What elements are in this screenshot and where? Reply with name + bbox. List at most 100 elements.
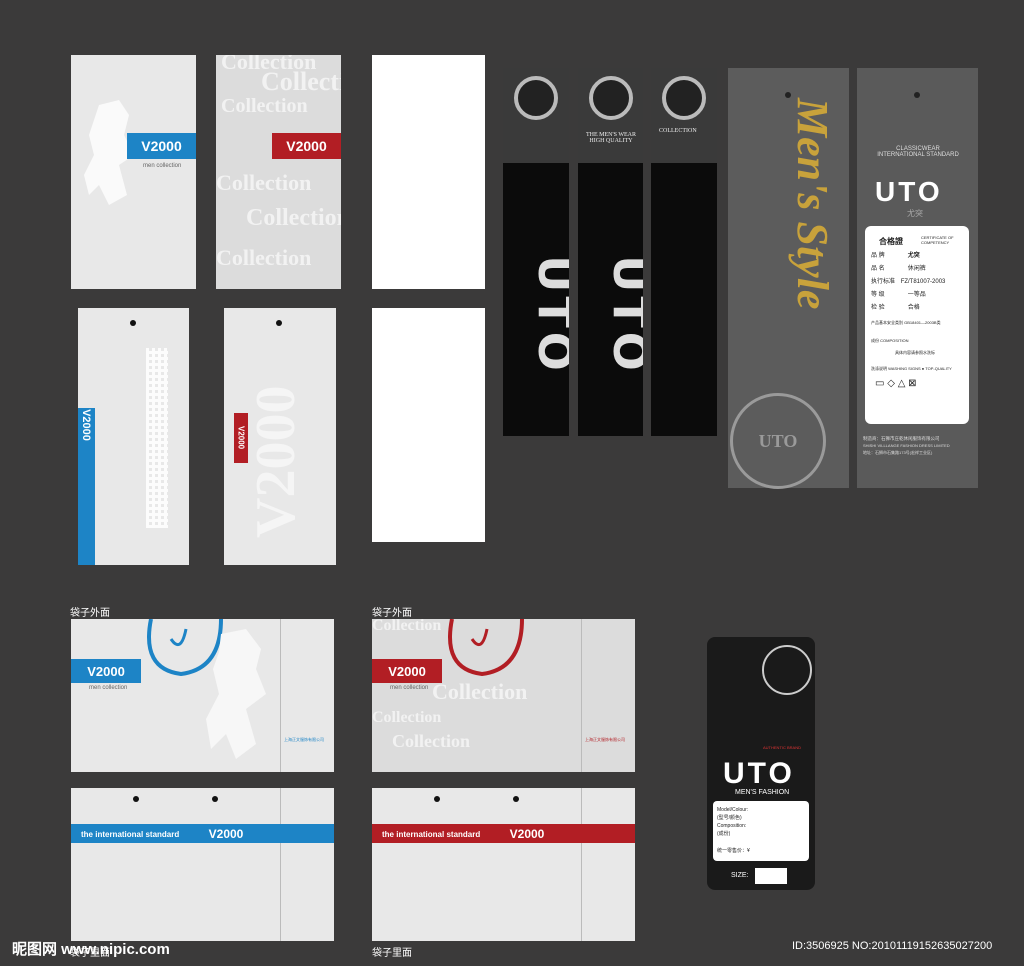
- uto-price-tag: AUTHENTIC BRAND UTO MEN'S FASHION Model/…: [707, 637, 815, 890]
- band-text: the international standard: [81, 830, 180, 839]
- footer-site: 昵图网 www.nipic.com: [12, 941, 170, 958]
- classicwear-text: CLASSICWEAR INTERNATIONAL STANDARD: [877, 146, 959, 158]
- blue-band: [71, 824, 334, 843]
- cert-safety: 产品基本安全类别 GB18401—2003B类: [871, 320, 941, 325]
- tag-ring-hole: [662, 76, 706, 120]
- v2000-logo: V2000: [234, 413, 248, 463]
- bag-red-outside: Collection Collection Collection Collect…: [372, 619, 635, 772]
- tag-ring-hole: [589, 76, 633, 120]
- men-collection-text: men collection: [390, 685, 429, 691]
- cert-composition: 成份 COMPOSITION: [871, 338, 909, 343]
- v2000-hangtag-red: V2000 V2000: [224, 308, 336, 565]
- mens-wear-text: THE MEN'S WEAR HIGH QUALITY: [586, 132, 636, 144]
- uto-chinese: 尤突: [907, 209, 923, 218]
- company-address: 地址：石狮市石集路173号(宏祥工业区): [863, 450, 933, 455]
- v2000-logo: V2000: [509, 826, 545, 841]
- blank-card: [372, 308, 485, 542]
- v2000-logo: V2000: [272, 133, 341, 159]
- cert-row: 品 牌 尤突 品 名 休闲裤 执行标准 FZ/T81007-2003 等 级 一…: [871, 250, 963, 315]
- size-label: SIZE:: [731, 872, 749, 879]
- uto-logo: UTO: [723, 757, 795, 790]
- composition-label: Composition:: [717, 823, 747, 829]
- uto-certificate-tag: CLASSICWEAR INTERNATIONAL STANDARD UTO 尤…: [857, 68, 978, 488]
- cert-washing: 洗涤说明 WASHING SIGNS ● TOP-QUALITY: [871, 366, 952, 371]
- v2000-watermark: V2000: [245, 385, 307, 538]
- cert-sub: CERTIFICATE OF COMPETENCY: [921, 235, 954, 245]
- seal-text: UTO: [758, 430, 798, 451]
- bag-side-panel: [280, 788, 281, 941]
- bag-hole: [434, 796, 440, 802]
- bag-outside-label: 袋子外面: [70, 608, 110, 619]
- bag-hole: [513, 796, 519, 802]
- bag-handle-icon: [442, 619, 532, 684]
- bag-side-panel: [280, 619, 281, 772]
- company-name: 制造商：石狮市庄乾休闲服饰有限公司: [863, 436, 940, 441]
- footer-id: ID:3506925 NO:20101119152635027200: [792, 940, 993, 952]
- cert-row-grade: 等 级 一等品: [871, 292, 926, 298]
- collection-watermark: Collection: [372, 709, 442, 726]
- mens-style-tag: Men's Style UTO: [728, 68, 849, 489]
- v2000-logo: V2000: [71, 659, 141, 683]
- lion-emblem-icon: [201, 624, 271, 769]
- collection-watermark: Collection: [261, 67, 341, 96]
- tag-hole: [785, 92, 791, 98]
- info-panel: Model/Colour: (型号/颜色) Composition: (成份) …: [713, 801, 809, 861]
- uto-seal-icon: [762, 645, 812, 695]
- certificate-panel: 合格證 CERTIFICATE OF COMPETENCY 品 牌 尤突 品 名…: [865, 226, 969, 424]
- band-text: the international standard: [382, 830, 481, 839]
- bag-blue-outside: V2000 men collection 上海正文服饰有限公司: [71, 619, 334, 772]
- collection-watermark: Collection: [221, 95, 308, 117]
- uto-black-tag-3: COLLECTION: [651, 68, 717, 436]
- bag-handle-icon: [141, 619, 231, 684]
- bag-inside-label: 袋子里面: [372, 948, 412, 959]
- collection-watermark: Collection: [216, 170, 312, 195]
- v2000-card-front: V2000 men collection: [71, 55, 196, 289]
- uto-black-tag-2: THE MEN'S WEAR HIGH QUALITY UTO: [578, 68, 643, 436]
- collection-watermark: Collection: [372, 619, 442, 634]
- composition-cn: (成份): [717, 831, 731, 837]
- company-en: SHISHI VILLLANGE FASHION DRESS LIMITED: [863, 443, 950, 448]
- bag-hole: [212, 796, 218, 802]
- address-small: 上海正文服饰有限公司: [585, 737, 625, 742]
- blank-card: [372, 55, 485, 289]
- cert-row-name: 品 名 休闲裤: [871, 266, 926, 272]
- collection-watermark: Collection: [392, 731, 470, 751]
- price-label: 统一零售价：¥: [717, 848, 750, 854]
- uto-logo: UTO: [875, 176, 943, 207]
- dot-pattern: [146, 348, 168, 528]
- wash-icons: ▭ ◇ △ ⊠: [875, 378, 917, 389]
- tag-hole: [276, 320, 282, 326]
- bag-side-panel: [581, 619, 582, 772]
- authentic-text: AUTHENTIC BRAND: [763, 745, 802, 750]
- mens-fashion-text: MEN'S FASHION: [735, 789, 790, 796]
- fashion-seal: UTO: [730, 393, 826, 489]
- cert-row-standard: 执行标准 FZ/T81007-2003: [871, 279, 946, 285]
- men-collection-text: men collection: [143, 163, 182, 169]
- collection-watermark: Collection: [432, 679, 528, 704]
- bag-red-inside: the international standard V2000: [372, 788, 635, 941]
- mens-style-script: Men's Style: [788, 98, 837, 310]
- model-label: Model/Colour:: [717, 807, 749, 813]
- lion-emblem-icon: [79, 95, 139, 215]
- bag-hole: [133, 796, 139, 802]
- red-band: [372, 824, 635, 843]
- v2000-logo: V2000: [80, 409, 92, 441]
- v2000-logo: V2000: [208, 826, 244, 841]
- cert-title: 合格證: [879, 237, 903, 246]
- uto-logo: UTO: [527, 255, 569, 375]
- blue-stripe: [78, 408, 95, 565]
- cert-row-brand: 品 牌 尤突: [871, 253, 920, 259]
- v2000-logo: V2000: [127, 133, 196, 159]
- bag-outside-label: 袋子外面: [372, 608, 412, 619]
- model-cn: (型号/颜色): [717, 815, 742, 821]
- men-collection-text: men collection: [89, 685, 128, 691]
- tag-hole: [130, 320, 136, 326]
- v2000-logo: V2000: [372, 659, 442, 683]
- uto-logo: UTO: [602, 255, 643, 375]
- uto-black-tag-1: UTO: [503, 68, 569, 436]
- collection-watermark: Collection: [221, 55, 317, 74]
- tag-ring-hole: [514, 76, 558, 120]
- address-small: 上海正文服饰有限公司: [284, 737, 324, 742]
- size-box: [755, 868, 787, 884]
- cert-row-inspection: 检 验 合格: [871, 305, 920, 311]
